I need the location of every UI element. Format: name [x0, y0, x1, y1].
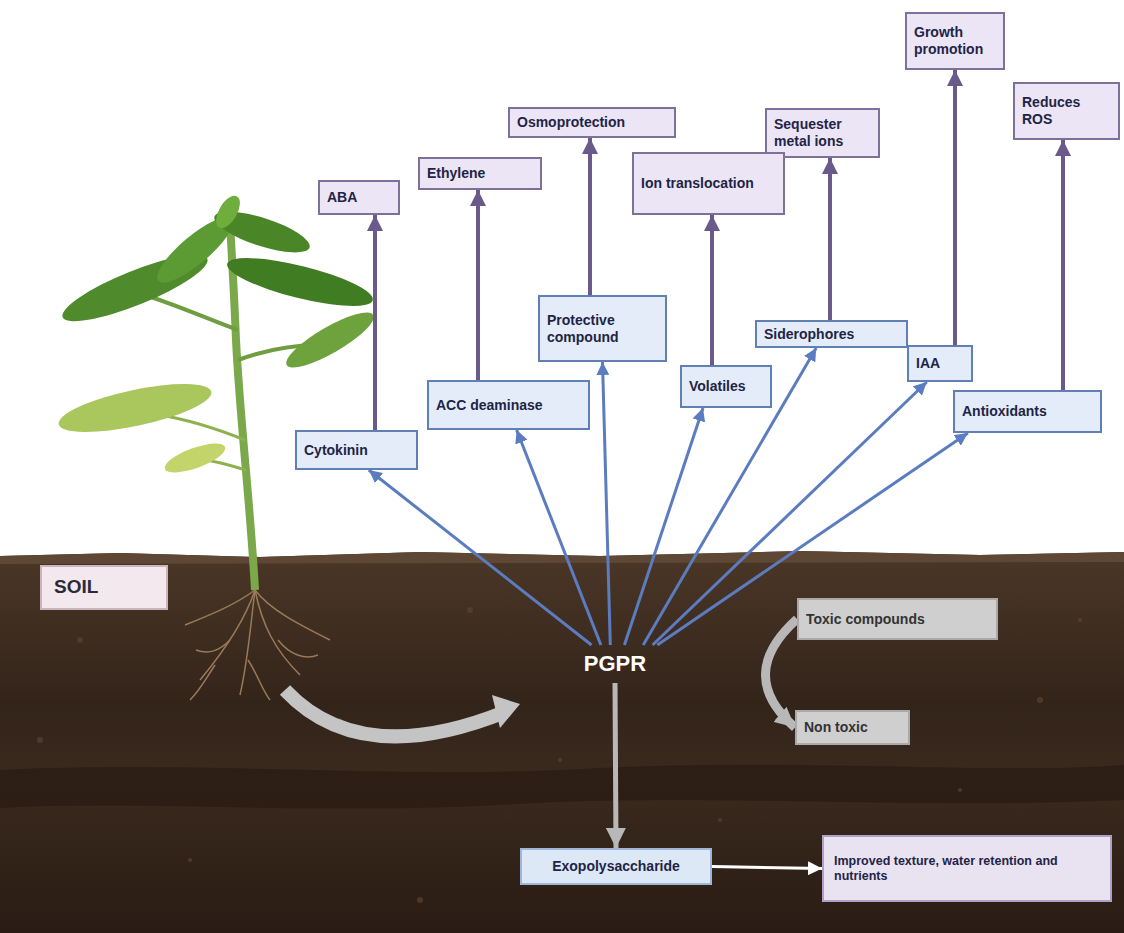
box-text: Sequester metal ions [774, 116, 871, 150]
box-text: ABA [327, 189, 357, 206]
toxic-box: Toxic compounds [797, 598, 998, 640]
box-text: IAA [916, 355, 940, 372]
box-text: Volatiles [689, 378, 746, 395]
connector-arrow [588, 138, 592, 295]
connector-arrow [828, 158, 832, 320]
plant-shoot [55, 192, 380, 590]
connector-arrow [712, 867, 822, 869]
connector-arrow [369, 470, 592, 645]
mechanism-box: Protective compound [538, 295, 667, 362]
box-text: PGPR [584, 651, 646, 677]
box-text: Protective compound [547, 312, 658, 346]
box-text: Growth promotion [914, 24, 996, 58]
box-text: Antioxidants [962, 403, 1047, 420]
box-text: Exopolysaccharide [552, 858, 680, 875]
connector-arrow [643, 348, 816, 645]
box-text: Reduces ROS [1022, 94, 1111, 128]
connector-arrow [615, 683, 616, 848]
mechanism-box: Volatiles [680, 365, 772, 408]
effect-box: Ethylene [418, 157, 542, 190]
box-text: Toxic compounds [806, 611, 925, 628]
box-text: Cytokinin [304, 442, 368, 459]
pgpr-label: PGPR [568, 645, 662, 683]
connector-arrow [476, 190, 480, 380]
box-text: Siderophores [764, 326, 854, 343]
soil-label-box: SOIL [40, 565, 168, 610]
connector-arrow [1061, 140, 1065, 390]
box-text: Improved texture, water retention and nu… [834, 854, 1103, 884]
effect-box: Osmoprotection [508, 107, 676, 138]
box-text: Ion translocation [641, 175, 754, 192]
plant-roots [185, 590, 330, 700]
connector-arrow [657, 433, 968, 645]
effect-box: Growth promotion [905, 12, 1005, 70]
connector-arrow [765, 619, 797, 728]
root-to-pgpr-arrow [285, 690, 505, 736]
effect-box: ABA [318, 180, 400, 215]
box-text: Osmoprotection [517, 114, 625, 131]
connector-arrow [603, 362, 611, 645]
soil-layer [0, 765, 1124, 809]
root-to-pgpr-arrowhead [492, 695, 520, 728]
connector-arrow [710, 215, 714, 365]
mechanism-box: ACC deaminase [427, 380, 590, 430]
exopolysaccharide-box: Exopolysaccharide [520, 848, 712, 885]
soil-benefit-box: Improved texture, water retention and nu… [822, 835, 1112, 902]
mechanism-box: Antioxidants [953, 390, 1102, 433]
box-text: SOIL [54, 576, 98, 599]
mechanism-box: Siderophores [755, 320, 908, 348]
connector-arrow [953, 70, 957, 345]
box-text: ACC deaminase [436, 397, 543, 414]
soil-surface [0, 551, 1124, 564]
mechanism-box: IAA [907, 345, 973, 382]
mechanism-box: Cytokinin [295, 430, 418, 470]
effect-box: Reduces ROS [1013, 82, 1120, 140]
soil-ground [0, 551, 1124, 933]
effect-box: Sequester metal ions [765, 108, 880, 158]
connector-arrow [517, 430, 601, 645]
effect-box: Ion translocation [632, 152, 785, 215]
box-text: Non toxic [804, 719, 868, 736]
box-text: Ethylene [427, 165, 485, 182]
connector-arrow [373, 215, 377, 430]
nontoxic-box: Non toxic [795, 710, 910, 745]
